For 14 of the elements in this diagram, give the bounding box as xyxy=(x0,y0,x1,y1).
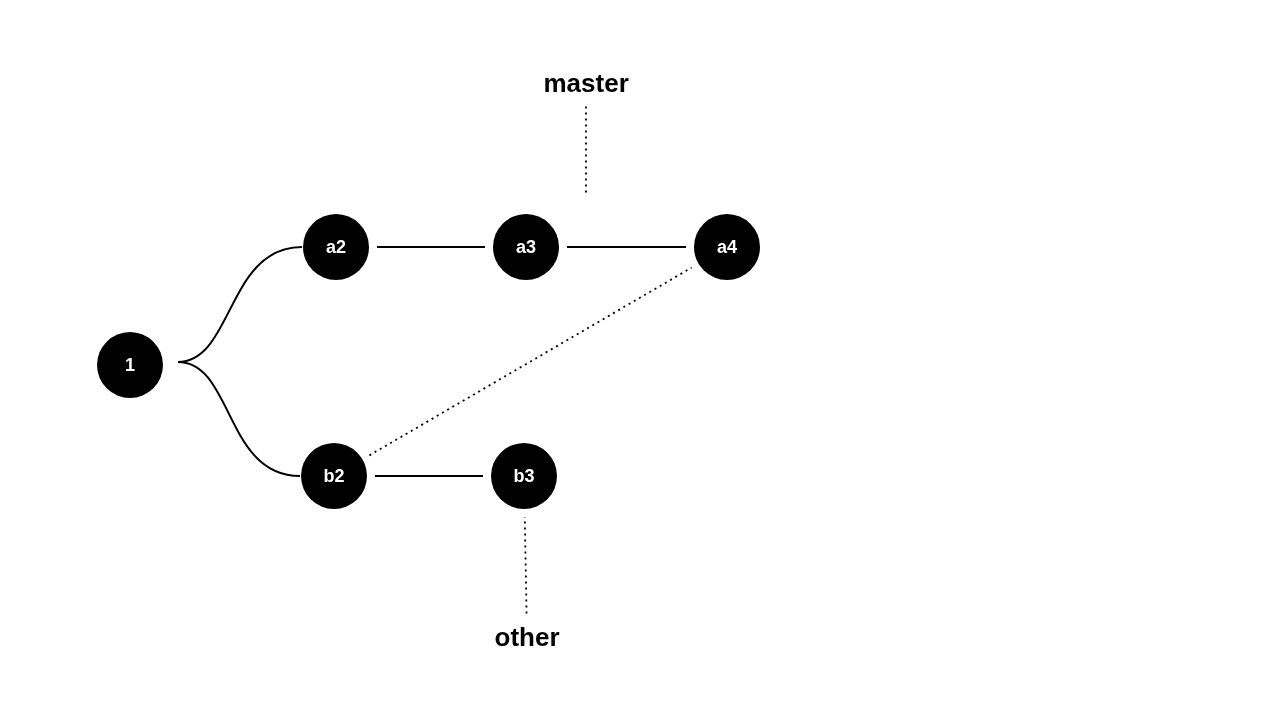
branch-label: master xyxy=(543,67,629,99)
commit-circle: a2 xyxy=(303,214,369,280)
connector-line xyxy=(376,246,486,248)
connector-line xyxy=(177,361,301,477)
commit-circle: b3 xyxy=(491,443,557,509)
dotted-connector xyxy=(368,266,693,457)
commit-circle: a3 xyxy=(493,214,559,280)
commit-circle: 1 xyxy=(97,332,163,398)
leader-line xyxy=(523,516,528,615)
connector-line xyxy=(374,475,484,477)
commit-circle: a4 xyxy=(694,214,760,280)
branch-label: other xyxy=(494,621,560,653)
commit-circle: b2 xyxy=(301,443,367,509)
connector-line xyxy=(566,246,687,248)
